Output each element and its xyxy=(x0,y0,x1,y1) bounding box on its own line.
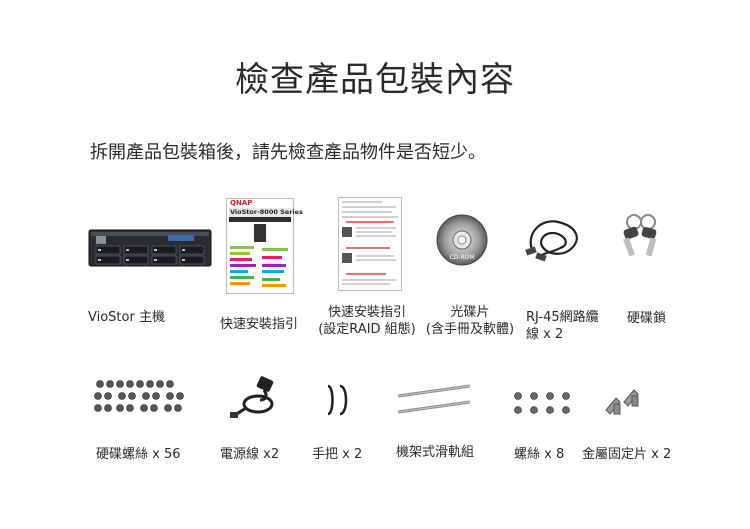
network-cable-image xyxy=(524,212,586,264)
label-power-cord: 電源線 x2 xyxy=(220,447,280,462)
metal-brackets-image xyxy=(602,386,644,418)
cd-label: CD-ROM xyxy=(449,254,475,261)
label-metal-brackets: 金屬固定片 x 2 xyxy=(582,447,672,462)
screws-image xyxy=(512,390,572,416)
hdd-screws-image xyxy=(92,378,184,414)
label-viostor: VioStor 主機 xyxy=(88,310,165,325)
label-rail-kit: 機架式滑軌組 xyxy=(396,445,475,460)
label-drive-lock: 硬碟鎖 xyxy=(627,311,667,326)
label-quick-guide: 快速安裝指引 xyxy=(220,317,299,332)
page-title: 檢查產品包裝內容 xyxy=(235,60,515,100)
label-screws: 螺絲 x 8 xyxy=(514,447,565,462)
intro-text: 拆開產品包裝箱後，請先檢查產品物件是否短少。 xyxy=(90,142,486,163)
raid-install-guide-image xyxy=(338,197,402,291)
label-raid-guide-line2: (設定RAID 組態) xyxy=(318,322,416,337)
power-cord-image xyxy=(228,376,276,420)
label-raid-guide-line1: 快速安裝指引 xyxy=(327,305,406,320)
label-cable-line2: 線 x 2 xyxy=(526,327,564,342)
label-cd: 光碟片 (含手冊及軟體) xyxy=(422,304,518,338)
cd-rom-disc-image: CD-ROM xyxy=(436,214,488,266)
label-cd-line1: 光碟片 xyxy=(450,305,490,320)
label-cable: RJ-45網路纜 線 x 2 xyxy=(526,309,599,343)
label-handles: 手把 x 2 xyxy=(312,447,363,462)
guide-series: VioStor-8000 Series xyxy=(230,208,303,216)
label-hdd-screws: 硬碟螺絲 x 56 xyxy=(96,447,181,462)
handles-image xyxy=(324,382,352,418)
label-cd-line2: (含手冊及軟體) xyxy=(425,322,515,337)
drive-keys-image xyxy=(620,212,666,262)
guide-logo: QNAP xyxy=(230,199,253,207)
viostor-server-image xyxy=(88,228,212,268)
label-cable-line1: RJ-45網路纜 xyxy=(526,310,599,325)
quick-install-guide-image: QNAP VioStor-8000 Series xyxy=(226,198,303,294)
label-raid-guide: 快速安裝指引 (設定RAID 組態) xyxy=(314,304,420,338)
rail-kit-image xyxy=(396,382,474,416)
